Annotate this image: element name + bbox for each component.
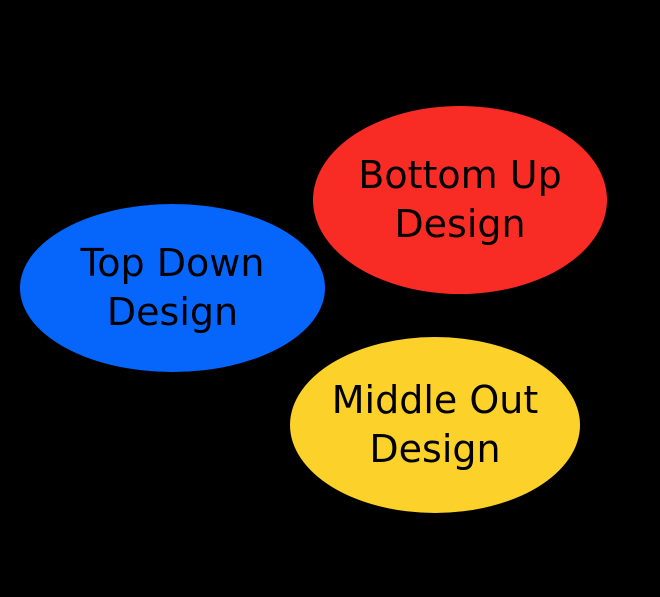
ellipse-top-down-design: Top Down Design (20, 204, 325, 372)
ellipse-bottom-up-design: Bottom Up Design (313, 106, 607, 294)
top-down-design-label: Top Down Design (81, 239, 265, 338)
bottom-up-design-label: Bottom Up Design (358, 151, 561, 250)
middle-out-design-label: Middle Out Design (332, 376, 539, 475)
bottom-up-design-label-line2: Design (394, 202, 526, 246)
top-down-design-label-line1: Top Down (80, 240, 265, 285)
top-down-design-label-line2: Design (106, 290, 239, 334)
bottom-up-design-label-line1: Bottom Up (358, 152, 562, 197)
middle-out-design-label-line2: Design (369, 427, 501, 471)
middle-out-design-label-line1: Middle Out (331, 377, 539, 422)
ellipse-middle-out-design: Middle Out Design (290, 337, 580, 513)
